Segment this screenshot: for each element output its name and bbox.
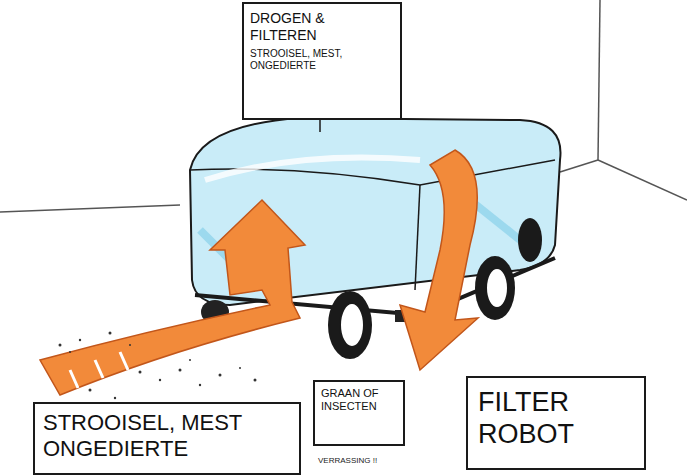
label-box: DROGEN & FILTEREN STROOISEL, MEST, ONGEDI… (242, 2, 402, 120)
label-box: GRAAN OF INSECTEN (313, 380, 405, 446)
wall-corner-line (598, 0, 600, 160)
litter-dots (59, 332, 257, 400)
highlight (205, 158, 420, 181)
floor-line (560, 160, 598, 172)
box-heading: GRAAN OF INSECTEN (321, 387, 397, 413)
label-box: STROOISEL, MEST ONGEDIERTE (33, 402, 301, 475)
output-arrow (400, 150, 478, 370)
floor-line (0, 205, 180, 212)
box-body: STROOISEL, MEST, ONGEDIERTE (250, 48, 394, 72)
robot-corner-edge (415, 185, 420, 290)
note-text: VERRASSING !! (318, 456, 377, 465)
box-heading: FILTER ROBOT (478, 386, 628, 451)
label-box: FILTER ROBOT (466, 376, 646, 470)
intake-arrow (40, 200, 305, 395)
box-heading: STROOISEL, MEST ONGEDIERTE (43, 410, 291, 463)
leader-line (319, 118, 321, 132)
floor-line (598, 160, 687, 200)
box-heading: DROGEN & FILTEREN (250, 10, 326, 44)
arrow-stripes (70, 352, 128, 388)
